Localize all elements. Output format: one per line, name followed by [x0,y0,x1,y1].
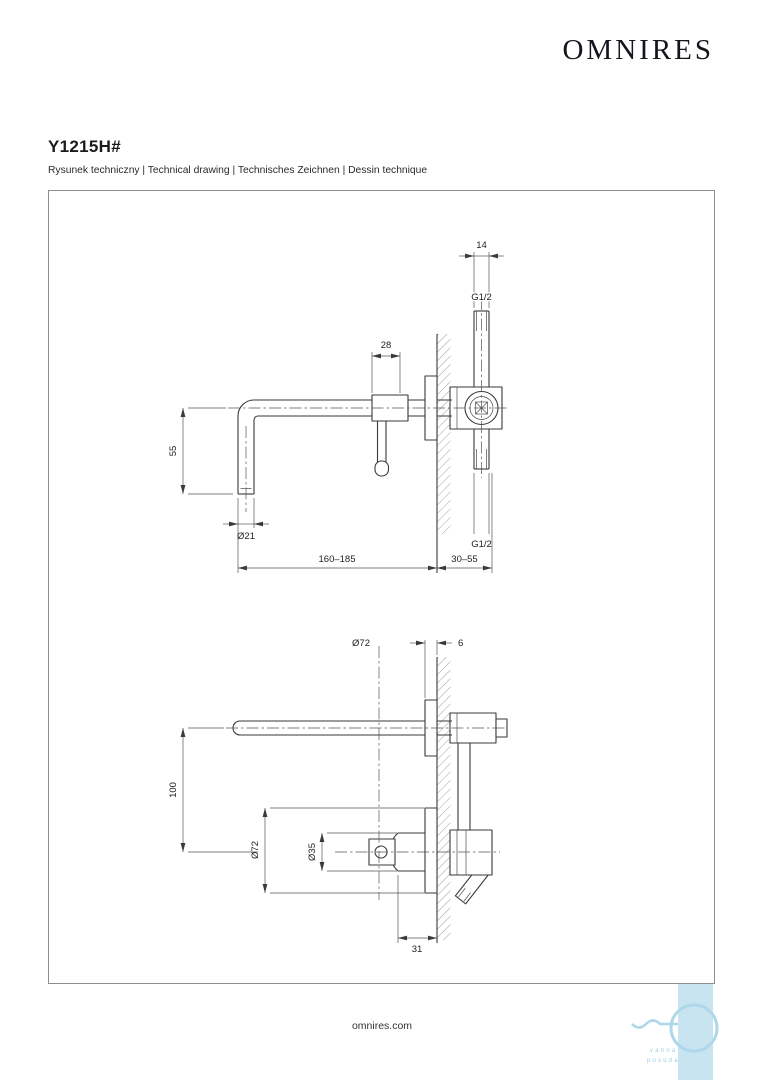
wall-hatch [437,334,451,534]
dim-label-axis-distance: 100 [168,782,179,798]
drawing-top-view: 14 G1/2 28 55 Ø21 [168,240,508,573]
dim-label-spout-diameter: Ø21 [237,531,255,542]
dim-label-handle-depth: 31 [412,944,423,955]
dim-thread-bottom: G1/2 [470,473,493,552]
dim-label-cartridge-offset: 28 [381,340,392,351]
dim-label-wall-depth: 30–55 [451,554,477,565]
dim-label-rosette-thickness: 6 [458,638,463,649]
dim-axis-distance: 100 [168,727,258,853]
concealed-valve-body [449,310,503,470]
dim-label-pipe-width: 14 [476,240,487,251]
drawing-bottom-view: Ø72 6 100 Ø72 Ø35 [168,638,508,955]
dim-label-thread-bottom: G1/2 [471,539,492,550]
dim-cartridge-offset: 28 [371,340,401,393]
brand-logo: OMNIRES [562,34,714,66]
watermark: vanna posuda [631,984,719,1080]
dim-spout-reach: 160–185 [238,554,437,571]
watermark-text-line1: vanna [650,1048,677,1054]
page-subtitle: Rysunek techniczny | Technical drawing |… [48,165,428,176]
wall-hatch [437,657,451,940]
dim-handle-diameter: Ø35 [307,832,397,872]
concealed-body [449,712,508,905]
watermark-text-line2: posuda [647,1058,680,1064]
watermark-column [678,984,713,1080]
footer-website: omnires.com [351,1020,413,1032]
dim-handle-depth: 31 [397,875,437,955]
watermark-wave-icon [631,1019,678,1029]
spout [237,399,452,495]
dim-label-thread-top: G1/2 [471,292,492,303]
lever-handle [374,420,390,477]
dim-label-rosette-diameter: Ø72 [352,638,370,649]
dim-label-spout-reach: 160–185 [319,554,356,565]
product-code: Y1215H# [48,137,121,156]
dim-rosette-thickness: 6 [410,638,463,698]
dim-spout-drop: 55 [168,407,233,495]
dim-pipe-width: 14 [459,240,504,308]
dim-label-handle-diameter: Ø35 [307,843,318,861]
dim-spout-diameter: Ø21 [223,498,269,573]
dim-label-rosette-diameter-side: Ø72 [250,841,261,859]
dim-label-spout-drop: 55 [168,446,179,457]
dim-wall-depth: 30–55 [437,473,493,573]
watermark-circle-icon [669,1003,719,1053]
